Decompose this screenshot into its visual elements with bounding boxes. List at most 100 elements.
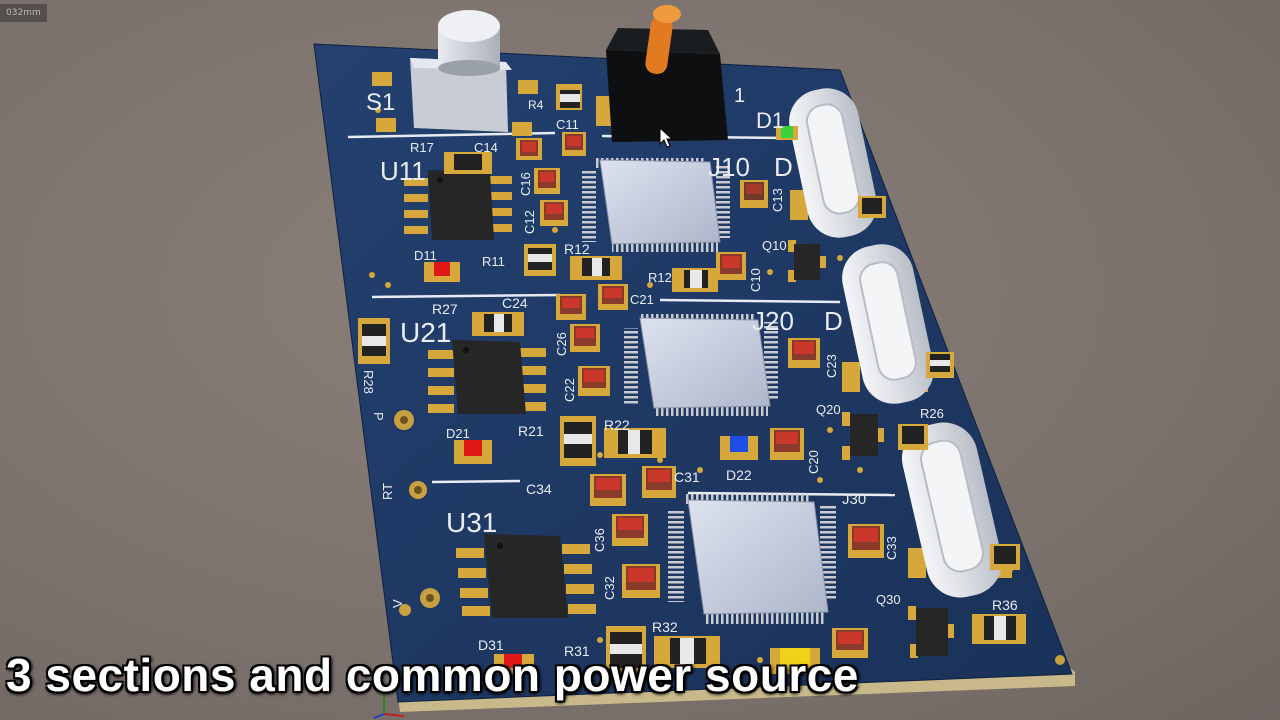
potentiometer-j1 [596, 5, 728, 142]
label-r27: R27 [432, 301, 458, 317]
transistor-q30 [908, 606, 954, 658]
label-r12b: R12 [648, 270, 672, 285]
res-r32 [654, 636, 720, 668]
label-r28: R28 [361, 370, 376, 394]
cap-c36 [612, 514, 648, 546]
cap-c14 [516, 138, 542, 160]
mcu-3 [668, 494, 836, 624]
silkscreen-labels: S1 R4 1 D1 R17 C14 C11 U11 C16 C12 J10 D… [361, 85, 1018, 659]
label-c16: C16 [518, 172, 533, 196]
label-r36: R36 [992, 597, 1018, 613]
label-j30: J30 [842, 491, 866, 508]
led-d11-red [424, 262, 460, 282]
mouse-cursor-icon [659, 126, 674, 148]
label-c34: C34 [526, 481, 552, 497]
res-r22 [604, 428, 666, 458]
cap-c33 [848, 524, 884, 558]
label-c10: C10 [748, 268, 763, 292]
cap-c13 [740, 180, 768, 208]
cap-c32 [622, 564, 660, 598]
label-u11: U11 [380, 156, 426, 186]
led-d1-green [776, 126, 798, 140]
transistors [788, 240, 954, 658]
video-caption: 3 sections and common power source [6, 649, 859, 701]
test-holes [394, 410, 1065, 665]
cap-c20 [770, 428, 804, 460]
label-j10: J10 [708, 152, 750, 182]
label-d11: D11 [414, 248, 437, 263]
label-r22: R22 [604, 417, 630, 433]
label-c12: C12 [522, 210, 537, 234]
label-c31: C31 [674, 469, 700, 485]
label-r31: R31 [564, 643, 590, 659]
ic-u11 [404, 170, 512, 240]
led-yellow [770, 648, 820, 674]
label-d22: D22 [726, 467, 752, 483]
usb-c-connector-2 [842, 244, 934, 404]
res-r12b [672, 268, 718, 292]
res-near-j30 [990, 544, 1020, 570]
label-c23: C23 [824, 354, 839, 378]
vias [369, 107, 1013, 663]
cap-c12 [540, 200, 568, 226]
res-r31 [606, 626, 646, 676]
label-r4: R4 [528, 98, 544, 112]
label-c11: C11 [556, 117, 579, 132]
transistor-q20 [842, 412, 884, 460]
led-d21-red [454, 440, 492, 464]
res-r26 [898, 424, 928, 450]
res-r27 [472, 312, 524, 336]
cap-c23 [788, 338, 820, 368]
transistor-q10 [788, 240, 826, 282]
cap-c31 [642, 466, 676, 498]
label-c20: C20 [806, 450, 821, 474]
res-r11 [524, 244, 556, 276]
res-r12a [570, 256, 622, 280]
label-q10: Q10 [762, 238, 787, 253]
label-c21: C21 [630, 292, 654, 307]
label-c36: C36 [592, 528, 607, 552]
led-d31-red [494, 654, 534, 674]
cap-c30 [832, 628, 868, 658]
label-s1: S1 [366, 89, 395, 116]
cap-c22 [578, 366, 610, 396]
mcu-1 [582, 158, 730, 252]
label-r32: R32 [652, 619, 678, 635]
label-j1-suffix: 1 [734, 85, 745, 107]
label-r17: R17 [410, 140, 434, 155]
res-r17 [444, 152, 492, 174]
cap-c11 [562, 132, 586, 156]
cap-c26 [570, 324, 600, 352]
label-c32: C32 [602, 576, 617, 600]
label-p-mark: P [371, 412, 386, 421]
res-r28 [358, 318, 390, 364]
label-j20: J20 [752, 306, 794, 336]
res-r21 [560, 416, 596, 466]
label-r26: R26 [920, 406, 944, 421]
label-d21: D21 [446, 426, 470, 441]
res-near-d1 [858, 196, 886, 218]
label-r11: R11 [482, 254, 505, 269]
cap-c34 [590, 474, 626, 506]
res-near-c23 [926, 352, 954, 378]
ic-u31 [456, 534, 596, 618]
label-c26: C26 [554, 332, 569, 356]
label-c33: C33 [884, 536, 899, 560]
switch-s1 [372, 10, 538, 136]
label-d1: D1 [756, 108, 784, 133]
cap-c16 [534, 168, 560, 194]
led-d22-blue [720, 436, 758, 460]
label-c14: C14 [474, 140, 498, 155]
resistor-r4 [556, 84, 582, 110]
ic-u21 [428, 340, 546, 414]
label-u21: U21 [400, 317, 451, 348]
label-q20: Q20 [816, 402, 841, 417]
label-q30: Q30 [876, 592, 901, 607]
leds [424, 126, 820, 674]
label-r21: R21 [518, 423, 544, 439]
label-r12a: R12 [564, 241, 590, 257]
cap-c10 [716, 252, 746, 280]
resistors [358, 152, 1026, 676]
